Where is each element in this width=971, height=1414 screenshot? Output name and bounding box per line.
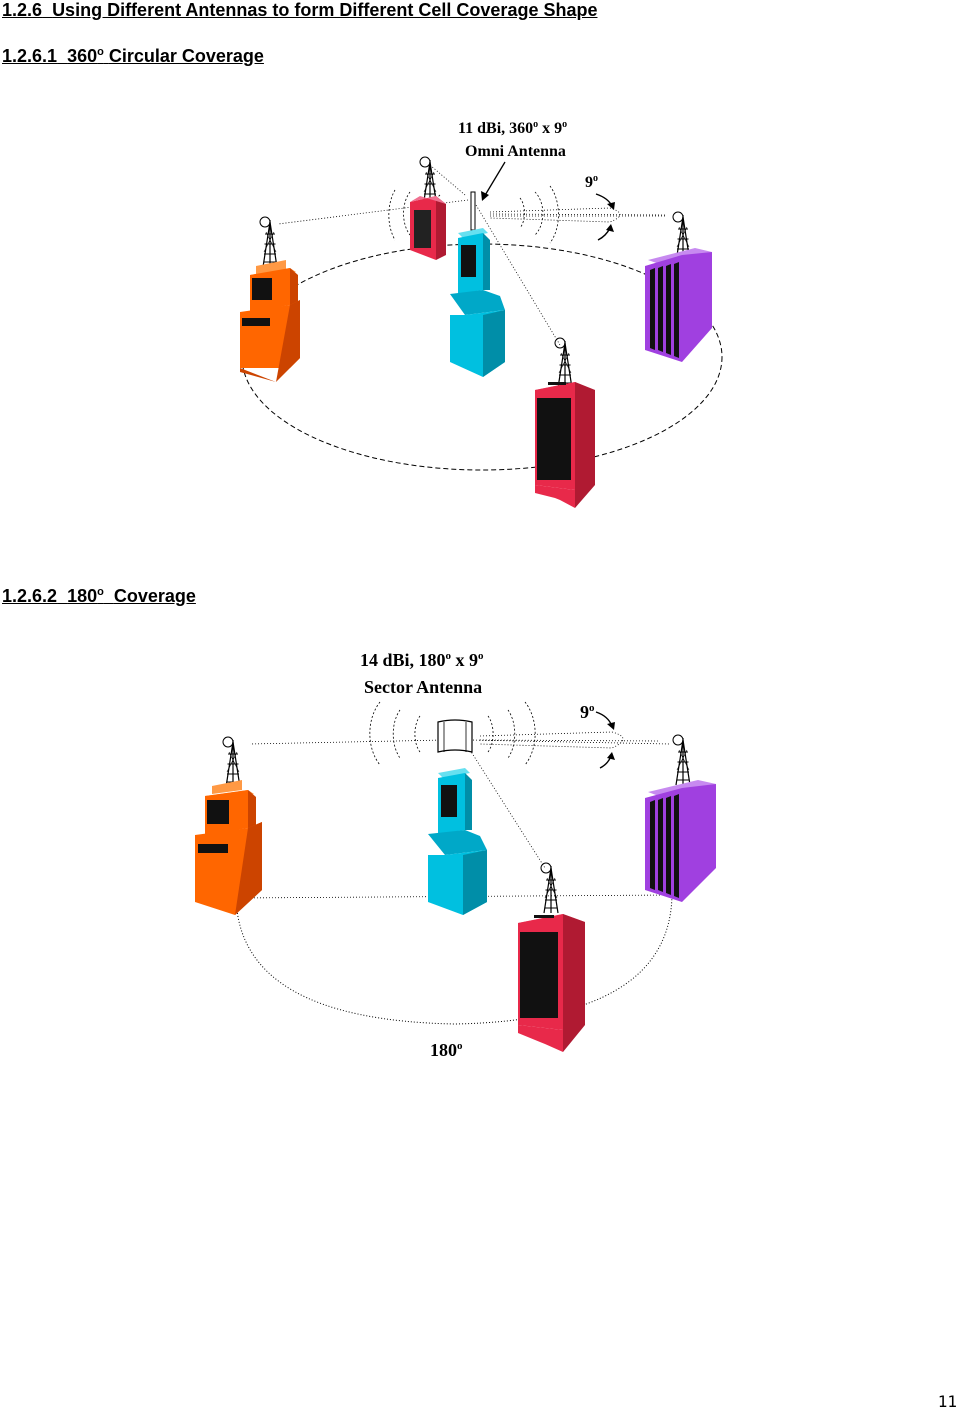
degree-symbol: o — [97, 46, 104, 58]
beam-9-degree — [479, 731, 661, 749]
antenna-pointer-arrow — [483, 161, 506, 198]
beam-9-degree — [489, 207, 666, 223]
figure-180-sector-coverage: 14 dBi, 180o x 9o Sector Antenna 9o 180o — [195, 650, 716, 1060]
section-angle: 360 — [67, 46, 98, 66]
building-orange — [195, 736, 262, 915]
coverage-angle-label: 180o — [430, 1040, 463, 1060]
building-purple — [645, 734, 716, 902]
beam-angle-label: 9o — [580, 702, 595, 722]
antenna-type-label: Omni Antenna — [465, 143, 566, 160]
section-number: 1.2.6.1 — [2, 46, 58, 66]
radiation-arcs-right — [519, 185, 559, 244]
section-number: 1.2.6 — [2, 0, 43, 20]
coverage-chord — [235, 894, 673, 899]
building-orange — [240, 216, 300, 382]
section-heading-1-2-6-2: 1.2.6.2 180o Coverage — [2, 586, 196, 607]
radiation-arcs-right — [487, 701, 536, 766]
coverage-arc-180 — [235, 894, 673, 1025]
beam-angle-label: 9o — [585, 173, 598, 191]
section-title: Using Different Antennas to form Differe… — [52, 0, 598, 20]
building-cyan — [428, 768, 487, 915]
section-heading-1-2-6: 1.2.6 Using Different Antennas to form D… — [2, 0, 597, 21]
page-number: 11 — [937, 1392, 957, 1411]
section-heading-1-2-6-1: 1.2.6.1 360o Circular Coverage — [2, 46, 264, 67]
section-angle: 180 — [67, 586, 98, 606]
link-line-orange — [249, 739, 446, 745]
degree-symbol: o — [97, 586, 104, 598]
figure-360-circular-coverage: 11 dBi, 360o x 9o Omni Antenna 9o — [240, 119, 723, 508]
building-cyan — [450, 228, 505, 377]
section-title: Coverage — [113, 586, 196, 606]
link-line-pink — [469, 749, 546, 869]
section-number: 1.2.6.2 — [2, 586, 58, 606]
building-purple — [645, 211, 712, 362]
link-line-orange — [277, 199, 469, 225]
radiation-arcs-left — [369, 701, 421, 766]
antenna-spec-label: 11 dBi, 360o x 9o — [458, 119, 567, 137]
sector-antenna — [437, 719, 473, 753]
building-pink-front — [518, 862, 585, 1052]
section-title: Circular Coverage — [108, 46, 264, 66]
omni-antenna — [470, 191, 476, 231]
building-pink-front — [535, 337, 595, 508]
link-line-purple — [469, 739, 671, 745]
building-small-pink — [410, 156, 446, 260]
antenna-type-label: Sector Antenna — [364, 677, 482, 697]
antenna-spec-label: 14 dBi, 180o x 9o — [360, 650, 484, 670]
link-line-pink — [472, 199, 561, 346]
